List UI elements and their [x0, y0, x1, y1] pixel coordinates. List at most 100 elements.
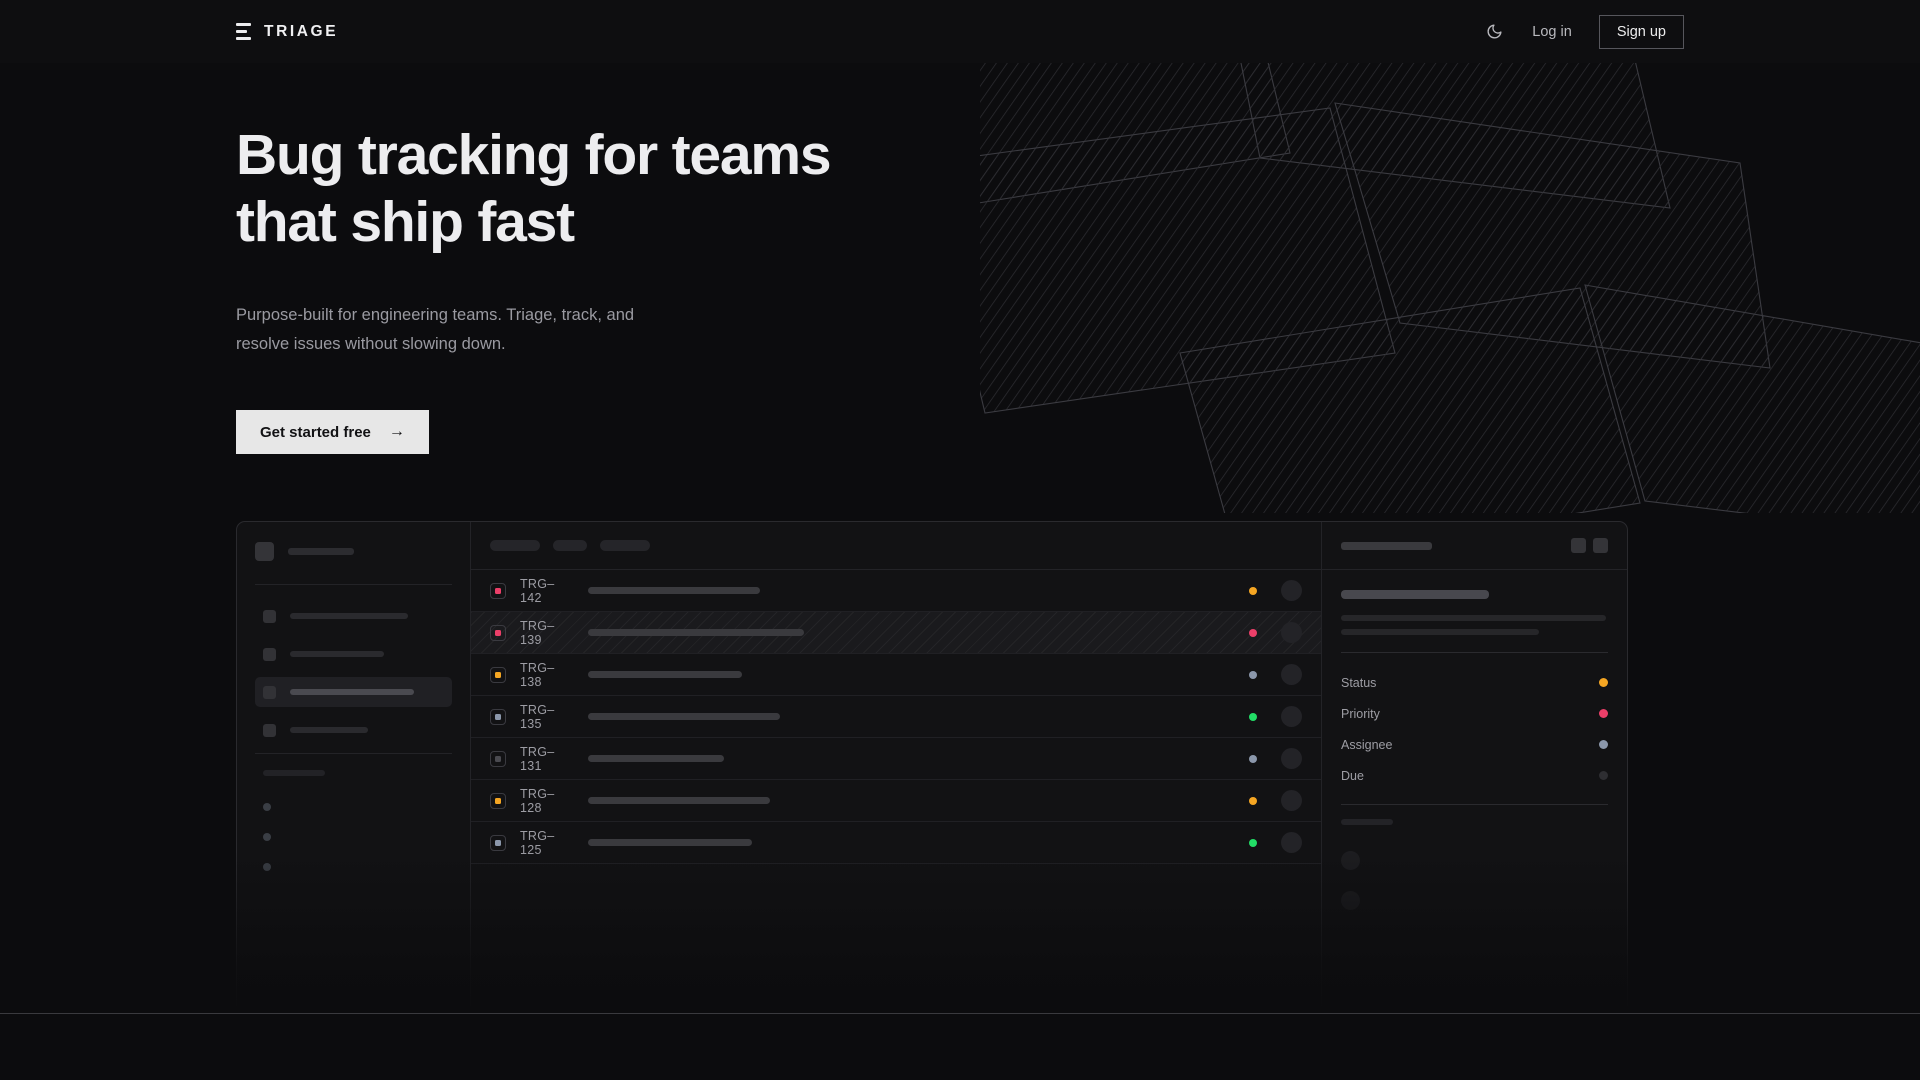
sidebar-item[interactable]: [255, 677, 452, 707]
project-dot-icon: [263, 833, 271, 841]
issue-id: TRG–139: [520, 618, 555, 647]
priority-badge: [490, 792, 506, 809]
detail-text-line-placeholder: [1341, 629, 1539, 635]
issue-id: TRG–128: [520, 786, 555, 815]
sidebar-nav-list: [255, 601, 452, 745]
sidebar-item-label-placeholder: [290, 727, 368, 733]
detail-text-line-placeholder: [1341, 615, 1606, 621]
sidebar-workspace-header[interactable]: [255, 542, 452, 561]
filter-chip[interactable]: [600, 540, 650, 551]
sidebar-project-item[interactable]: [255, 852, 452, 882]
detail-header-buttons: [1571, 538, 1608, 553]
square-button-icon[interactable]: [1571, 538, 1586, 553]
arrow-right-icon: →: [388, 423, 405, 441]
detail-meta-row[interactable]: Assignee: [1341, 729, 1608, 760]
sidebar-item-icon: [263, 647, 276, 661]
avatar[interactable]: [1281, 790, 1302, 811]
project-dot-icon: [263, 863, 271, 871]
sidebar-item[interactable]: [255, 601, 452, 631]
mockup-sidebar: [237, 522, 471, 1012]
table-row[interactable]: TRG–139: [471, 612, 1321, 654]
avatar[interactable]: [1281, 832, 1302, 853]
comments-list: [1341, 840, 1608, 920]
comments-label-placeholder: [1341, 819, 1393, 825]
sidebar-item-label-placeholder: [290, 613, 408, 619]
detail-issue-title-placeholder: [1341, 590, 1489, 599]
priority-badge: [490, 750, 506, 767]
square-button-icon[interactable]: [1593, 538, 1608, 553]
sidebar-item-label-placeholder: [290, 651, 384, 657]
login-link[interactable]: Log in: [1532, 23, 1572, 40]
status-dot: [1249, 838, 1257, 847]
avatar[interactable]: [1281, 580, 1302, 601]
status-dot: [1249, 712, 1257, 721]
issue-title-placeholder: [588, 629, 804, 636]
avatar[interactable]: [1281, 706, 1302, 727]
table-row[interactable]: TRG–128: [471, 780, 1321, 822]
meta-label: Assignee: [1341, 737, 1393, 752]
table-row[interactable]: TRG–138: [471, 654, 1321, 696]
brand-name: TRIAGE: [264, 22, 339, 40]
sidebar-divider-top: [255, 584, 452, 585]
detail-meta-row[interactable]: Due: [1341, 760, 1608, 791]
sidebar-item[interactable]: [255, 639, 452, 669]
table-row[interactable]: TRG–142: [471, 570, 1321, 612]
issue-id: TRG–135: [520, 702, 555, 731]
issue-id: TRG–125: [520, 828, 555, 857]
issue-list-toolbar: [471, 522, 1321, 570]
sidebar-project-item[interactable]: [255, 822, 452, 852]
avatar[interactable]: [1281, 622, 1302, 643]
priority-badge: [490, 834, 506, 851]
issue-id: TRG–131: [520, 744, 555, 773]
avatar: [1341, 850, 1360, 870]
detail-meta-row[interactable]: Priority: [1341, 698, 1608, 729]
status-dot: [1249, 670, 1257, 679]
detail-divider-bottom: [1341, 804, 1608, 805]
detail-panel-header: [1322, 522, 1627, 570]
triage-bars-icon: [236, 23, 251, 40]
hero-section: Bug tracking for teams that ship fast Pu…: [0, 63, 1920, 513]
issue-id: TRG–142: [520, 576, 555, 605]
meta-label: Due: [1341, 768, 1364, 783]
cta-label: Get started free: [260, 423, 371, 441]
page-section-divider: [0, 1013, 1920, 1014]
filter-chip[interactable]: [490, 540, 540, 551]
issue-title-placeholder: [588, 797, 770, 804]
issue-title-placeholder: [588, 839, 752, 846]
priority-badge: [490, 708, 506, 725]
detail-description-placeholder: [1341, 615, 1608, 635]
avatar[interactable]: [1281, 664, 1302, 685]
workspace-name-placeholder: [288, 548, 354, 555]
sidebar-item-icon: [263, 685, 276, 699]
status-dot: [1249, 628, 1257, 637]
page-title: Bug tracking for teams that ship fast: [236, 123, 832, 254]
moon-icon[interactable]: [1483, 21, 1505, 43]
meta-value-dot: [1599, 771, 1608, 780]
priority-badge: [490, 666, 506, 683]
top-navigation-bar: TRIAGE Log in Sign up: [0, 0, 1920, 63]
table-row[interactable]: TRG–135: [471, 696, 1321, 738]
table-row[interactable]: TRG–131: [471, 738, 1321, 780]
avatar[interactable]: [1281, 748, 1302, 769]
sidebar-item-icon: [263, 609, 276, 623]
filter-chip[interactable]: [553, 540, 587, 551]
table-row[interactable]: TRG–125: [471, 822, 1321, 864]
brand-logo[interactable]: TRIAGE: [236, 23, 338, 41]
sidebar-project-item[interactable]: [255, 792, 452, 822]
issue-title-placeholder: [588, 713, 780, 720]
meta-value-dot: [1599, 678, 1608, 687]
get-started-button[interactable]: Get started free →: [236, 410, 429, 455]
detail-title-placeholder: [1341, 541, 1432, 550]
status-dot: [1249, 586, 1257, 595]
status-dot: [1249, 796, 1257, 805]
nav-actions: Log in Sign up: [1483, 14, 1684, 49]
comment-item: [1341, 840, 1608, 880]
sidebar-item[interactable]: [255, 715, 452, 745]
issue-title-placeholder: [588, 587, 760, 594]
signup-button[interactable]: Sign up: [1598, 14, 1684, 49]
detail-meta-row[interactable]: Status: [1341, 667, 1608, 698]
